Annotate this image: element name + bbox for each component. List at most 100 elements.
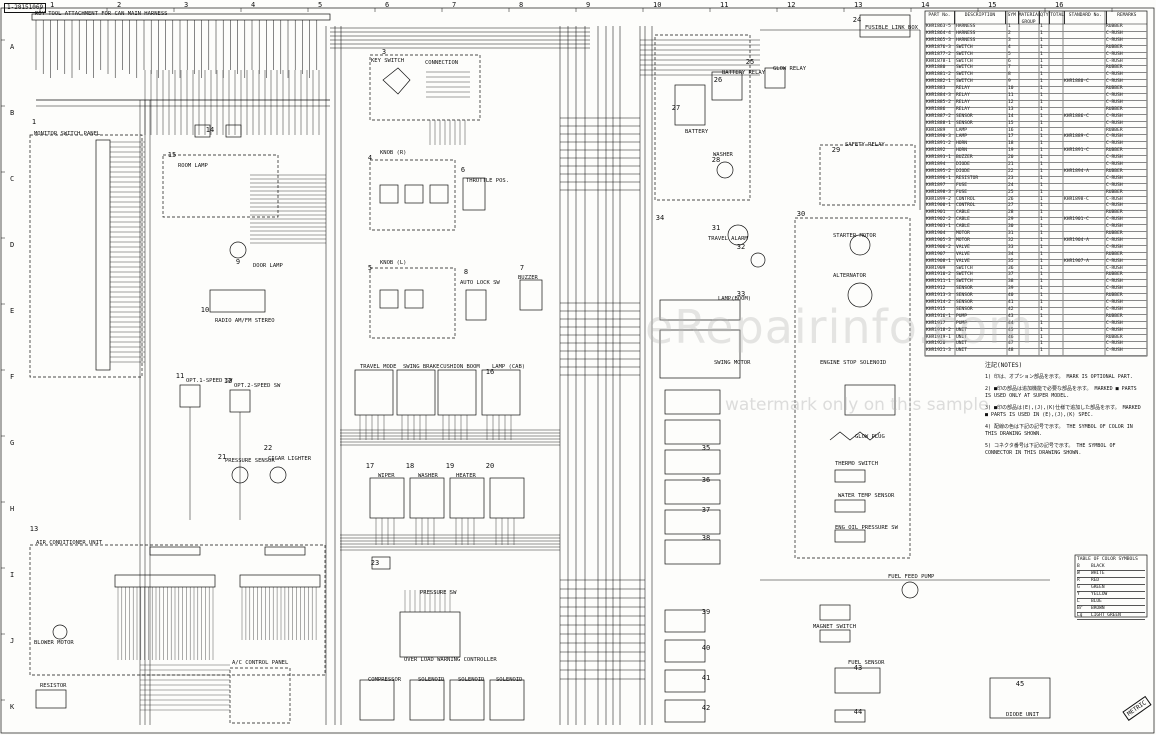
room-lamp-box (162, 154, 279, 218)
component-number: 9 (235, 258, 241, 266)
compressor-label: COMPRESSOR (368, 677, 402, 683)
parts-table-cell: 1 (1040, 127, 1043, 133)
parts-table-cell: SENSOR (956, 286, 973, 292)
parts-table-cell: MOTOR (956, 231, 970, 236)
parts-table-cell: SWITCH (956, 51, 973, 57)
th-material: MATERIAL GROUP (1018, 11, 1041, 25)
parts-table-cell: 1 (1040, 293, 1043, 299)
notes-title: 注記(NOTES) (985, 362, 1023, 369)
parts-table-cell: 43 (1008, 313, 1014, 319)
parts-table-cell: C-RUSH (1106, 58, 1123, 64)
grid-col-label: 10 (653, 1, 662, 9)
parts-table-cell: 1 (1040, 327, 1043, 333)
color-name: BLACK (1091, 564, 1105, 569)
ac-control-label: A/C CONTROL PANEL (232, 660, 289, 666)
blower-motor-label: BLOWER MOTOR (34, 640, 74, 646)
fuel-pump-label: FUEL FEED PUMP (888, 574, 935, 580)
resistor-label: RESISTOR (40, 683, 67, 689)
solenoid-label-1: SOLENOID (418, 677, 445, 683)
parts-table-cell: 14 (1008, 113, 1014, 119)
parts-table-cell: 35 (1008, 258, 1014, 264)
parts-table-cell: VALVE (956, 244, 970, 250)
parts-table-cell: KHR1915 (926, 306, 946, 312)
parts-table-cell: SENSOR (956, 293, 973, 299)
component-number: 15 (167, 151, 177, 159)
parts-table-cell: KHR1882-1 (926, 79, 951, 85)
note-item: 4) 配線の色は下記の記号で示す。 THE SYMBOL OF COLOR IN… (985, 424, 1133, 437)
parts-table-cell: 1 (1040, 30, 1043, 36)
parts-table-cell: 1 (1040, 99, 1043, 105)
diode-unit-box (989, 677, 1051, 719)
color-code: Br (1077, 606, 1083, 611)
parts-table-cell: PUMP (956, 313, 968, 319)
pressure-switch-box (664, 669, 706, 693)
parts-table-cell: RUBBER (1106, 168, 1123, 174)
parts-table-cell: C-RUSH (1106, 327, 1123, 333)
parts-table-cell: KHR1880 (926, 65, 946, 71)
parts-table-cell: KHR1900-1 (926, 203, 951, 209)
component-number: 22 (263, 444, 273, 452)
magnet-switch (819, 629, 851, 643)
parts-table-cell: CABLE (956, 217, 970, 223)
starter-motor (849, 234, 871, 256)
grid-col-label: 15 (988, 1, 997, 9)
valve-box (664, 389, 721, 415)
parts-table-cell: DIODE (956, 168, 970, 174)
th-description: DESCRIPTION (955, 11, 1007, 24)
monitor-connector (95, 139, 111, 371)
parts-table-cell: 1 (1040, 279, 1043, 285)
color-name: WHITE (1091, 571, 1105, 576)
valve-box (664, 449, 721, 475)
parts-table-cell: KHR1912 (926, 286, 946, 292)
room-lamp-label: ROOM LAMP (178, 163, 208, 169)
parts-table-cell: 1 (1040, 258, 1043, 264)
pressure-switch-box (664, 609, 706, 633)
component-number: 14 (205, 126, 215, 134)
parts-table-cell: KHR1891-2 (926, 141, 951, 147)
parts-table-cell: KHR1908-1 (926, 258, 951, 264)
parts-table-cell: SENSOR (956, 306, 973, 312)
watermark-main: eRepairinfo.com (645, 300, 1034, 354)
parts-table-cell: KHR1907-A (1064, 258, 1089, 264)
ac-connector-2 (239, 574, 321, 588)
opt2-label: OPT.2-SPEED SW (234, 383, 281, 389)
component-number: 36 (701, 476, 711, 484)
parts-table-cell: KHR1880-C (1064, 79, 1089, 85)
th-qty: QTY (1040, 11, 1051, 24)
watermark-sub: watermark only on this sample (725, 395, 989, 415)
parts-table-cell: 38 (1008, 279, 1014, 285)
parts-table-cell: KHR1885-2 (926, 99, 951, 105)
parts-table-cell: 1 (1040, 244, 1043, 250)
horn-32 (727, 224, 749, 246)
parts-table-cell: CONTROL (956, 196, 976, 202)
parts-table-cell: C-RUSH (1106, 286, 1123, 292)
parts-table-cell: KHR1890-3 (926, 134, 951, 140)
parts-table-cell: 31 (1008, 231, 1014, 236)
parts-table-cell: C-RUSH (1106, 93, 1123, 98)
top-harness-label: ROY TOOL ATTACHMENT FOR CAN MAIN HARNESS (35, 11, 168, 17)
parts-table-cell: 1 (1040, 231, 1043, 236)
component-number: 26 (713, 76, 723, 84)
component-number: 11 (175, 372, 185, 380)
note-item: 2) ■印の部品は追加機能で必要な部品を示す。 MARKED ■ PARTS I… (985, 386, 1137, 399)
diesel-engine-box (794, 217, 911, 559)
travel-alarm-label: TRAVEL ALARM (708, 236, 748, 242)
ac-label-box-2 (264, 546, 306, 556)
component-number: 37 (701, 506, 711, 514)
accessory-box (449, 477, 485, 519)
parts-table-cell: PUMP (956, 320, 968, 326)
parts-table-cell: SWITCH (956, 79, 973, 85)
valve-box (664, 419, 721, 445)
overload-ctrl-label: OVER LOAD WARNING CONTROLLER (404, 657, 497, 663)
lamp-cab-label: LAMP (CAB) (492, 364, 526, 370)
